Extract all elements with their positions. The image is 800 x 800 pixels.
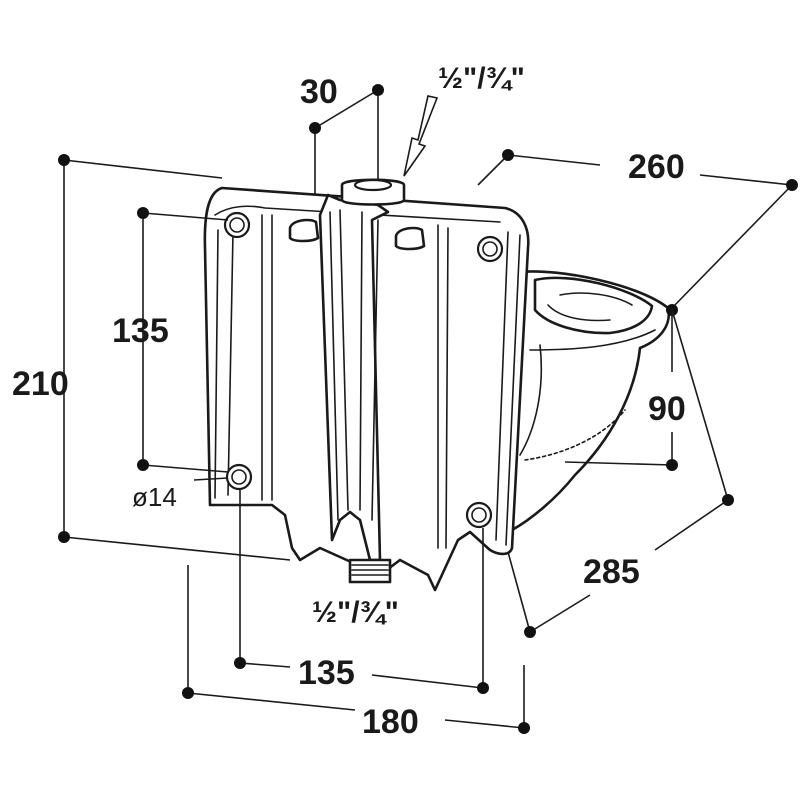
hole-bottom-left xyxy=(225,463,253,491)
label-135-vertical: 135 xyxy=(112,312,169,350)
label-135-horizontal: 135 xyxy=(298,654,355,692)
label-hole-diameter: ø14 xyxy=(132,482,177,512)
hole-top-right xyxy=(476,235,504,263)
hole-top-left xyxy=(223,211,251,239)
dimension-labels: 30 ½"/¾" 210 135 ø14 260 90 285 ½"/¾" 13… xyxy=(12,62,686,741)
label-180: 180 xyxy=(362,703,419,741)
label-90: 90 xyxy=(648,390,686,428)
drinking-bowl xyxy=(510,270,671,532)
label-30: 30 xyxy=(300,73,338,111)
mounting-holes xyxy=(223,211,504,529)
hole-bottom-right xyxy=(465,501,493,529)
label-inlet-top: ½"/¾" xyxy=(438,62,525,95)
back-plate xyxy=(203,178,530,592)
label-260: 260 xyxy=(628,148,685,186)
label-285: 285 xyxy=(583,553,640,591)
label-210: 210 xyxy=(12,365,69,403)
label-inlet-bottom: ½"/¾" xyxy=(312,596,399,629)
dimension-lines xyxy=(58,84,798,734)
